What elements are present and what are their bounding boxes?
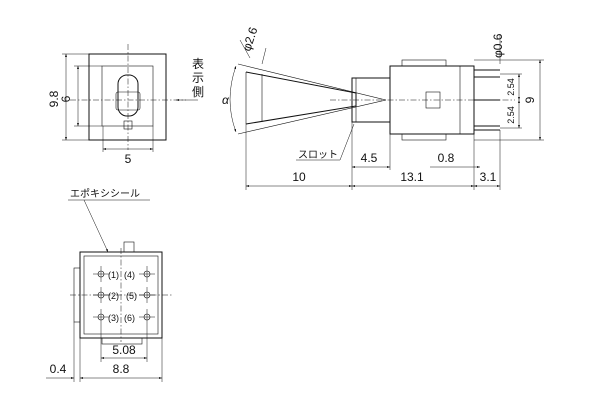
display-side-char: 表 bbox=[192, 57, 204, 71]
dim-slot-offset: 4.5 bbox=[361, 151, 378, 165]
angle-line-upper bbox=[237, 63, 387, 101]
dim-lever-length: 10 bbox=[292, 170, 306, 184]
pin-5 bbox=[139, 287, 155, 303]
pin-label: (2) bbox=[108, 291, 119, 301]
pin-label: (5) bbox=[126, 291, 137, 301]
pin-3 bbox=[93, 309, 109, 325]
dim-height-outer: 9.8 bbox=[47, 90, 61, 107]
dim-body-length: 13.1 bbox=[400, 170, 424, 184]
pin-2 bbox=[93, 287, 109, 303]
pin-label: (1) bbox=[108, 270, 119, 280]
leader-line bbox=[239, 39, 251, 59]
pin-6 bbox=[139, 309, 155, 325]
pin-4 bbox=[139, 266, 155, 282]
pin-1 bbox=[93, 266, 109, 282]
front-body-recess bbox=[101, 65, 154, 127]
pin-label: (6) bbox=[124, 313, 135, 323]
display-side-char: 示 bbox=[192, 71, 204, 85]
dim-height-inner: 6 bbox=[59, 95, 73, 102]
dim-terminal-diameter: φ0.6 bbox=[491, 33, 505, 58]
slot-label: スロット bbox=[298, 150, 338, 161]
front-body-outline bbox=[88, 53, 167, 141]
dim-pitch-lower: 2.54 bbox=[506, 106, 516, 124]
dim-width: 5 bbox=[125, 152, 132, 166]
dim-terminal-length: 3.1 bbox=[480, 170, 497, 184]
bottom-bottom-tab bbox=[101, 337, 143, 345]
side-view: α φ2.6 φ0.6 2.54 2.54 9 bbox=[222, 25, 544, 190]
housing-bottom-tab bbox=[401, 133, 447, 141]
angle-symbol: α bbox=[222, 93, 230, 107]
dim-terminal-offset: 0.8 bbox=[438, 151, 455, 165]
leader-line bbox=[261, 47, 267, 65]
bottom-top-tab bbox=[123, 241, 135, 253]
epoxy-seal-label: エポキシシール bbox=[70, 188, 140, 200]
dim-body-height: 9 bbox=[523, 96, 537, 103]
dim-pitch-upper: 2.54 bbox=[506, 78, 516, 96]
slot-leader bbox=[339, 123, 355, 161]
dim-offset: 0.4 bbox=[50, 362, 67, 376]
dim-body-width: 8.8 bbox=[113, 362, 130, 376]
lever-outline bbox=[245, 71, 357, 125]
dim-lever-diameter: φ2.6 bbox=[240, 25, 261, 53]
bottom-view: エポキシシール (1) (4) (2) (5) (3) (6) 5.08 8.8 bbox=[46, 188, 172, 382]
pin-label: (4) bbox=[124, 270, 135, 280]
housing-top-tab bbox=[401, 59, 447, 67]
epoxy-leader bbox=[83, 199, 109, 253]
display-side-char: 側 bbox=[192, 85, 204, 99]
pin-label: (3) bbox=[108, 313, 119, 323]
dim-pin-pitch: 5.08 bbox=[112, 343, 136, 357]
front-view: 9.8 6 5 表 示 側 bbox=[47, 44, 204, 166]
angle-line-lower bbox=[237, 99, 387, 135]
angle-arc bbox=[229, 65, 237, 133]
